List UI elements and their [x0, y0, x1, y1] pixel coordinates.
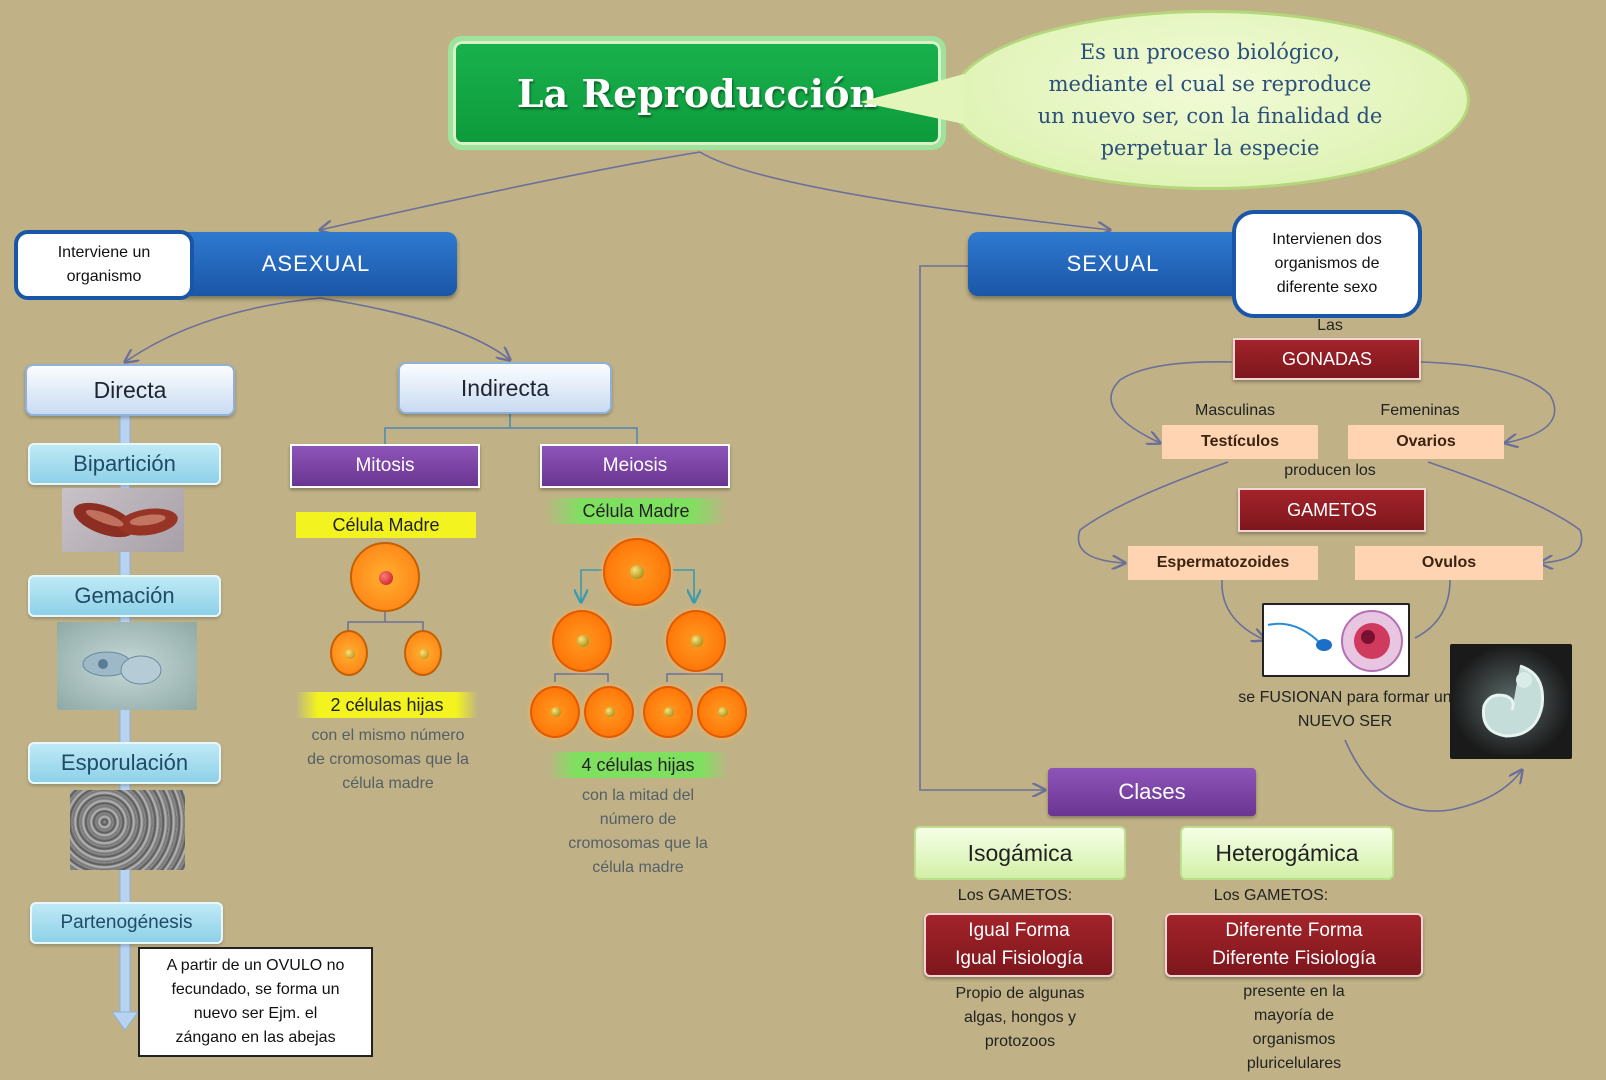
- note-line: organismo: [66, 268, 142, 285]
- isogamica-gametos-label: Los GAMETOS:: [957, 887, 1073, 904]
- desc-line: con el mismo número: [311, 727, 465, 744]
- heterogamica-description: presente en la mayoría de organismos pluric…: [1194, 980, 1394, 1076]
- asexual-box: ASEXUAL: [175, 232, 457, 296]
- meiosis-daughter-cell: [584, 686, 634, 738]
- producen-label: producen los: [1284, 462, 1376, 479]
- mitosis-daughter-cell: [330, 630, 368, 676]
- fusionan-text: se FUSIONAN para formar un NUEVO SER: [1210, 686, 1480, 734]
- desc-line: célula madre: [592, 859, 684, 876]
- desc-line: con la mitad del: [581, 787, 695, 804]
- meiosis-daughter-cell: [697, 686, 747, 738]
- ovarios-box: Ovarios: [1348, 425, 1504, 459]
- detail-line: Diferente Fisiología: [1212, 948, 1376, 969]
- femeninas-label: Femeninas: [1380, 402, 1460, 419]
- desc-line: célula madre: [342, 775, 434, 792]
- desc-line: pluricelulares: [1246, 1055, 1342, 1072]
- page-title: La Reproducción: [448, 36, 946, 150]
- definition-line: mediante el cual se reproduce: [1048, 72, 1372, 96]
- isogamica-box: Isogámica: [914, 826, 1126, 880]
- espermatozoides-box: Espermatozoides: [1128, 546, 1318, 580]
- isogamica-description: Propio de algunas algas, hongos y protozoo…: [920, 982, 1120, 1054]
- detail-line: Igual Forma: [968, 920, 1070, 941]
- meiosis-daughter-cell: [643, 686, 693, 738]
- definition-line: perpetuar la especie: [1100, 136, 1320, 160]
- definition-bubble: Es un proceso biológico, mediante el cua…: [950, 10, 1470, 190]
- bubble-tail: [860, 74, 964, 124]
- partenogenesis-label: Partenogénesis: [30, 902, 223, 944]
- note-line: fecundado, se forma un: [171, 981, 340, 998]
- meiosis-cell: [552, 610, 612, 672]
- mitosis-mother-label: Célula Madre: [296, 512, 476, 538]
- masculinas-label: Masculinas: [1194, 402, 1276, 419]
- esporulacion-label: Esporulación: [28, 742, 221, 784]
- definition-line: Es un proceso biológico,: [1079, 40, 1341, 64]
- detail-line: Diferente Forma: [1225, 920, 1363, 941]
- desc-line: cromosomas que la: [568, 835, 708, 852]
- indirecta-box: Indirecta: [398, 362, 612, 414]
- meiosis-daughter-cell: [530, 686, 580, 738]
- meiosis-mother-label: Célula Madre: [545, 498, 727, 524]
- note-line: zángano en las abejas: [175, 1029, 336, 1046]
- gemacion-label: Gemación: [28, 575, 221, 617]
- desc-line: algas, hongos y: [963, 1009, 1077, 1026]
- mitosis-daughter-cell: [404, 630, 442, 676]
- desc-line: presente en la: [1243, 983, 1345, 1000]
- las-label: Las: [1317, 317, 1343, 334]
- gametos-box: GAMETOS: [1238, 488, 1426, 532]
- meiosis-daughters-label: 4 células hijas: [548, 752, 728, 778]
- gonadas-box: GONADAS: [1233, 338, 1421, 380]
- mitosis-description: con el mismo número de cromosomas que la c…: [278, 722, 498, 798]
- embryo-image: [1450, 644, 1572, 759]
- esporulacion-image: [70, 790, 185, 870]
- desc-line: Propio de algunas: [955, 985, 1085, 1002]
- desc-line: de cromosomas que la: [307, 751, 469, 768]
- note-line: diferente sexo: [1276, 279, 1378, 296]
- meiosis-mother-cell: [603, 538, 671, 606]
- fusionan-line: NUEVO SER: [1297, 713, 1393, 730]
- sexual-note: Intervienen dos organismos de diferente se…: [1232, 210, 1422, 318]
- note-line: organismos de: [1274, 255, 1380, 272]
- desc-line: número de: [599, 811, 677, 828]
- desc-line: organismos: [1252, 1031, 1336, 1048]
- sexual-box: SEXUAL: [968, 232, 1258, 296]
- fusionan-line: se FUSIONAN para formar un: [1238, 689, 1452, 706]
- mitosis-box: Mitosis: [290, 444, 480, 488]
- partenogenesis-note: A partir de un OVULO no fecundado, se fo…: [138, 947, 373, 1057]
- meiosis-cell: [666, 610, 726, 672]
- note-line: A partir de un OVULO no: [166, 957, 345, 974]
- fertilization-image: [1262, 603, 1410, 677]
- detail-line: Igual Fisiología: [955, 948, 1083, 969]
- meiosis-description: con la mitad del número de cromosomas que …: [528, 782, 748, 882]
- note-line: Interviene un: [57, 244, 151, 261]
- mitosis-mother-cell: [350, 542, 420, 612]
- ovulos-box: Ovulos: [1355, 546, 1543, 580]
- desc-line: mayoría de: [1253, 1007, 1335, 1024]
- clases-box: Clases: [1048, 768, 1256, 816]
- meiosis-box: Meiosis: [540, 444, 730, 488]
- note-line: nuevo ser Ejm. el: [193, 1005, 318, 1022]
- gemacion-image: [57, 622, 197, 710]
- biparticion-image: [62, 488, 184, 552]
- asexual-note: Interviene un organismo: [14, 230, 194, 300]
- desc-line: protozoos: [984, 1033, 1056, 1050]
- mitosis-daughters-label: 2 células hijas: [296, 692, 478, 718]
- heterogamica-gametos-label: Los GAMETOS:: [1213, 887, 1329, 904]
- definition-line: un nuevo ser, con la finalidad de: [1037, 104, 1383, 128]
- note-line: Intervienen dos: [1272, 231, 1382, 248]
- biparticion-label: Bipartición: [28, 443, 221, 485]
- directa-box: Directa: [25, 364, 235, 416]
- heterogamica-box: Heterogámica: [1180, 826, 1394, 880]
- testiculos-box: Testículos: [1162, 425, 1318, 459]
